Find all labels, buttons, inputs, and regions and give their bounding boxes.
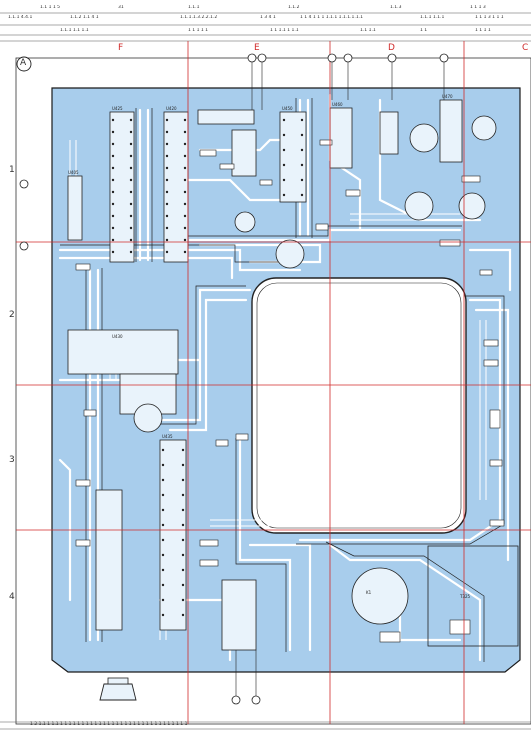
capacitor <box>275 239 305 269</box>
capacitor <box>133 403 163 433</box>
component-label: U405 <box>68 170 79 175</box>
header-cell: 1.1.1 <box>188 5 200 10</box>
ic-u405 <box>67 175 83 241</box>
ic-u425 <box>109 111 135 263</box>
header-cell: 1.1.1 1.1.1 <box>420 15 445 20</box>
ic-u420 <box>163 111 189 263</box>
header-row-2: 1.1.1 4.4.1 1.1.2 1.1 4 1 1.1.1.1.3.2.2.… <box>0 15 531 22</box>
grid-letter-d: D <box>388 43 395 53</box>
header-cell: 1.1.1 1.1 1.1 <box>60 28 89 33</box>
component-label: K1 <box>366 590 372 595</box>
component-label: U460 <box>332 102 343 107</box>
header-cell: 1 3 4 1 <box>260 15 276 20</box>
component-label: U420 <box>166 106 177 111</box>
grid-letter-c: C <box>522 43 529 53</box>
component-label: T325 <box>460 594 471 599</box>
component-label: U450 <box>282 106 293 111</box>
ic-u435 <box>159 439 187 631</box>
header-cell: 1 1 1.1 1 1.1 <box>270 28 299 33</box>
header-cell: 1.1 1 1 5 <box>40 5 61 10</box>
row-number-1: 1 <box>9 165 15 175</box>
ic-pins <box>111 118 304 617</box>
header-cell: 1.1.3 <box>390 5 402 10</box>
header-cell: 1.1.1.1.3.2.2.1.2 <box>180 15 218 20</box>
header-cell: 31 <box>118 5 124 10</box>
corner-marker <box>16 56 32 72</box>
grid-letter-f: F <box>118 43 124 53</box>
footer-strip: 1 2 1.1 1 1.1 1 1 1 1 1 1 1 1 1 1 1 1 1 … <box>0 721 531 735</box>
ic-u460 <box>329 107 353 169</box>
drawing-frame <box>15 57 531 725</box>
header-cell: 1 1 1 3 1 1 1 <box>475 15 504 20</box>
footer-text: 1 2 1.1 1 1.1 1 1 1 1 1 1 1 1 1 1 1 1 1 … <box>30 722 188 727</box>
header-row-1: 1.1 1 1 5 31 1.1.1 1.1.2 1.1.3 1 1 1 3 <box>0 5 531 12</box>
header-cell: 1.1.2 1.1 4 1 <box>70 15 99 20</box>
voltage-regulator <box>99 683 137 701</box>
component-label: U430 <box>112 334 123 339</box>
header-cell: 1 1 4 1 1 1 1.1.1 1.1.1.1.1.1 <box>300 15 363 20</box>
corner-letter: A <box>20 58 27 68</box>
component-label: U435 <box>162 434 173 439</box>
ic-u430 <box>67 329 179 375</box>
capacitor <box>458 192 486 220</box>
header-cell: 1 1 1 1 1 <box>188 28 209 33</box>
component-label: U470 <box>442 94 453 99</box>
header-cell: 1.1.1 4.4.1 <box>8 15 33 20</box>
capacitor <box>409 123 439 153</box>
grid-letter-e: E <box>254 43 260 53</box>
capacitor <box>234 211 256 233</box>
header-cell: 1 1 1 1 <box>475 28 491 33</box>
capacitor <box>404 191 434 221</box>
board-window <box>251 277 467 534</box>
header-rules <box>0 12 531 42</box>
ic-footprints <box>67 99 463 651</box>
transformer-t325 <box>351 567 409 625</box>
header-cell: 1.1.2 <box>288 5 300 10</box>
header-cell: 1.1 1.1 <box>360 28 376 33</box>
header-cell: 1 1 <box>420 28 428 33</box>
round-components <box>133 115 497 625</box>
header-cell: 1 1 1 3 <box>470 5 486 10</box>
red-grid-lines <box>16 41 531 724</box>
ic-u450 <box>279 111 307 203</box>
header-row-3: 1.1.1 1.1 1.1 1 1 1 1 1 1 1 1.1 1 1.1 1.… <box>0 28 531 35</box>
component-label: U425 <box>112 106 123 111</box>
row-number-2: 2 <box>9 310 15 320</box>
top-callouts <box>247 53 449 63</box>
capacitor <box>471 115 497 141</box>
row-number-4: 4 <box>9 592 15 602</box>
connector-box <box>427 545 519 647</box>
ic-u470 <box>439 99 463 163</box>
small-components <box>75 139 505 643</box>
row-number-3: 3 <box>9 455 15 465</box>
